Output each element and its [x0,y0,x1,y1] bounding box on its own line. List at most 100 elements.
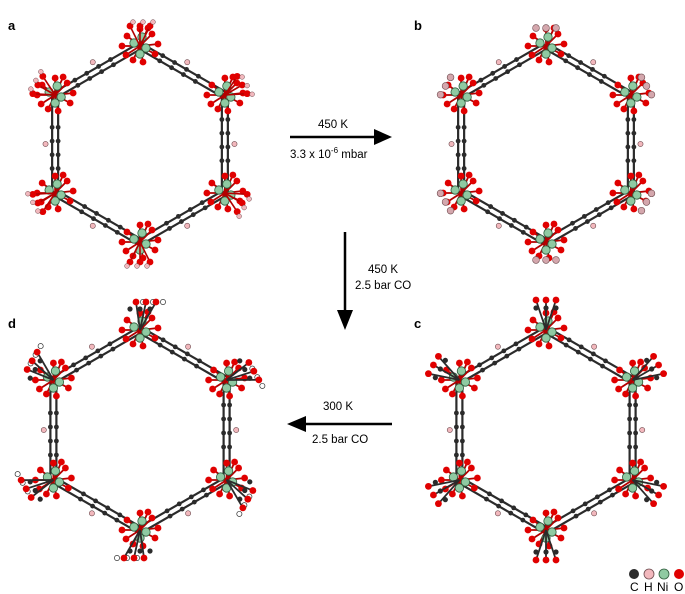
carbon-atom [587,72,592,77]
carbon-atom [460,425,465,430]
oxygen-atom [137,222,144,229]
oxygen-atom [223,460,230,467]
carbon-atom [490,71,495,76]
carbon-atom [606,200,611,205]
carbon-atom [50,152,55,157]
oxygen-atom [235,465,242,472]
mof-structure-c [425,297,667,564]
oxygen-atom [647,475,654,482]
carbon-atom [111,347,116,352]
oxygen-atom [616,467,623,474]
oxygen-atom [226,393,233,400]
carbon-atom [582,214,587,219]
carbon-atom [56,139,61,144]
carbon-atom [176,214,181,219]
oxygen-atom [525,43,532,50]
co-oxygen [23,485,30,492]
oxygen-atom [70,188,77,195]
carbon-atom [627,403,632,408]
carbon-atom [487,492,492,497]
oxygen-atom [546,59,553,66]
carbon-atom [157,58,162,63]
nickel-atom [51,99,59,107]
oxygen-atom [152,51,159,58]
oxygen-atom [68,475,75,482]
carbon-atom [625,117,630,122]
hydroxyl-atom [533,25,540,32]
oxygen-atom [55,108,62,115]
nickel-atom [51,367,59,375]
oxygen-atom [64,178,71,185]
carbon-atom [54,411,59,416]
nickel-atom [221,99,229,107]
oxygen-atom [224,206,231,213]
hydroxyl-atom [447,74,454,81]
carbon-atom [456,125,461,130]
oxygen-atom [525,527,532,534]
co-oxygen [655,492,662,499]
carbon-atom [56,166,61,171]
carbon-atom [84,71,89,76]
carbon-atom [48,411,53,416]
carbon-atom [462,139,467,144]
oxygen-atom [525,239,532,246]
oxygen-atom [558,247,565,254]
carbon-atom [501,349,506,354]
nickel-atom [628,484,636,492]
carbon-atom [524,225,529,230]
co-oxygen [28,494,35,501]
oxygen-atom [119,43,126,50]
carbon-atom [625,131,630,136]
carbon-atom [50,139,55,144]
carbon-atom [631,145,636,150]
co-oxygen [660,483,667,490]
co-oxygen [143,299,150,306]
carbon-atom [627,417,632,422]
co-carbon [443,497,448,502]
co-carbon [644,497,649,502]
nickel-atom [224,367,232,375]
carbon-atom [172,60,177,65]
carbon-atom [480,368,485,373]
oxygen-atom [613,101,620,108]
oxygen-atom [561,525,568,532]
oxygen-atom [470,178,477,185]
nickel-atom [536,235,544,243]
oxygen-atom [65,485,72,492]
oxygen-atom [637,459,644,466]
oxygen-atom [231,459,238,466]
carbon-atom [575,65,580,70]
co-carbon [28,376,33,381]
nickel-atom [130,523,138,531]
carbon-atom [609,205,614,210]
carbon-atom [625,158,630,163]
nickel-atom [51,467,59,475]
carbon-atom [48,425,53,430]
oxygen-atom [214,106,221,113]
water-hydrogen [151,20,156,25]
co-oxygen [553,297,560,304]
carbon-atom [588,357,593,362]
carbon-atom [196,74,201,79]
carbon-atom [607,488,612,493]
co-carbon [533,549,538,554]
co-oxygen [245,359,252,366]
hydroxyl-atom [553,257,560,264]
mof-structure-d [15,299,265,562]
nickel-atom [629,180,637,188]
co-carbon [543,305,548,310]
nickel-atom [621,88,629,96]
co-hydrogen [160,299,165,304]
carbon-atom [221,445,226,450]
oxygen-atom [641,465,648,472]
oxygen-atom [58,459,65,466]
co-carbon [38,497,43,502]
carbon-atom [566,53,571,58]
oxygen-atom [236,100,243,107]
condition-b-to-c-temperature: 450 K [368,264,398,276]
carbon-atom [517,62,522,67]
co-oxygen [543,557,550,564]
nickel-atom [451,186,459,194]
co-carbon [237,358,242,363]
